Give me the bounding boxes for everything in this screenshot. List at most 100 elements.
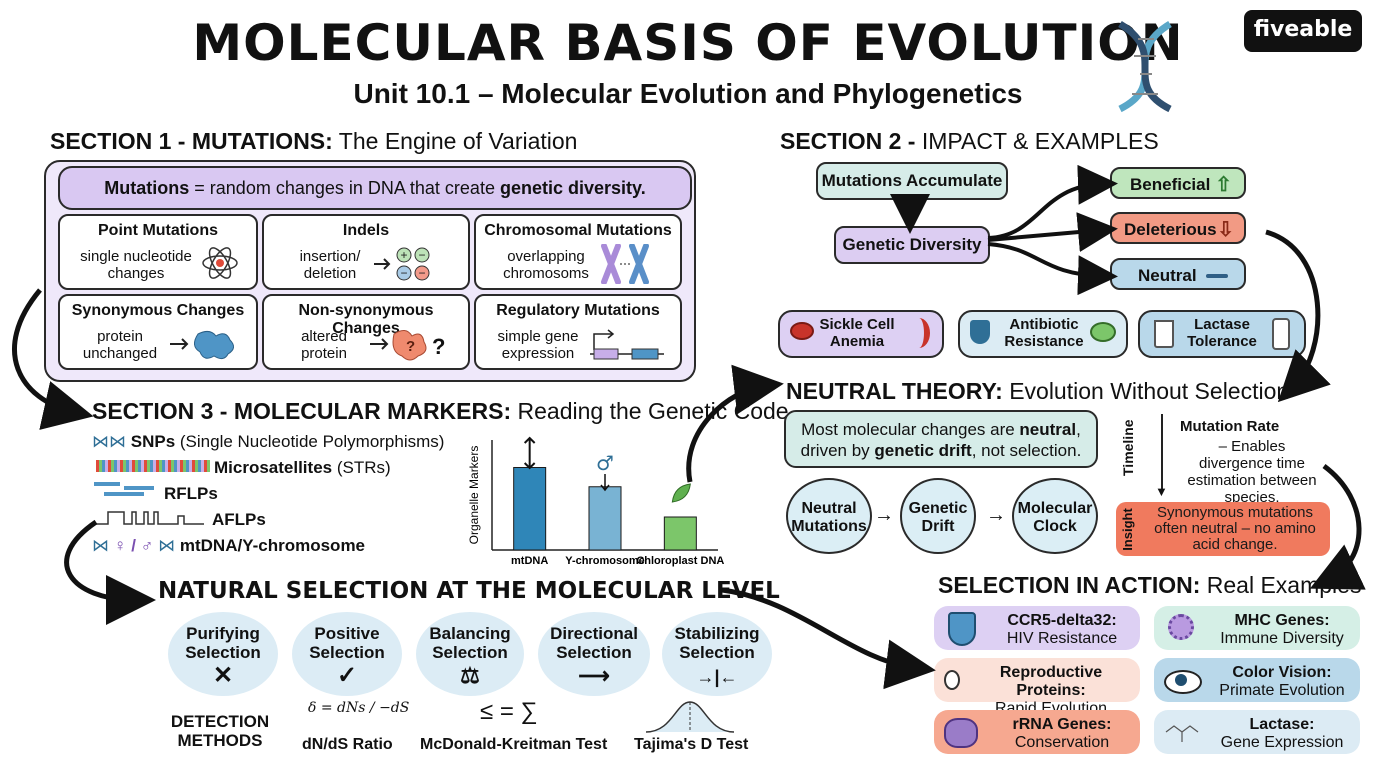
cross-icon: ✕ bbox=[212, 662, 234, 689]
chart-tick-label: mtDNA bbox=[511, 555, 548, 567]
timeline-label: Timeline bbox=[1120, 419, 1136, 476]
circle-genetic-drift: Genetic Drift bbox=[900, 478, 976, 554]
down-arrow-icon: ⇩ bbox=[1217, 219, 1234, 241]
dnds-formula: δ = dNs / −dS bbox=[308, 700, 410, 716]
card-non-synonymous-changes: Non-synonymous Changes altered protein ?… bbox=[262, 294, 470, 370]
chart-tick-label: Chloroplast DNA bbox=[636, 555, 724, 567]
chart-bar bbox=[513, 467, 547, 551]
ribosome-icon bbox=[944, 718, 978, 748]
chart-bar bbox=[588, 486, 622, 551]
example-ccr5: CCR5-delta32:HIV Resistance bbox=[934, 606, 1140, 650]
example-lactase-tolerance: Lactase Tolerance bbox=[1138, 310, 1306, 358]
molecule-icon bbox=[1165, 725, 1199, 742]
svg-text:+: + bbox=[400, 248, 407, 262]
section1-heading: SECTION 1 - MUTATIONS: The Engine of Var… bbox=[50, 128, 578, 154]
mk-formula: ≤ = ∑ bbox=[480, 698, 538, 725]
example-color-vision: Color Vision:Primate Evolution bbox=[1154, 658, 1360, 702]
mutation-rate-title: Mutation Rate bbox=[1180, 418, 1280, 435]
svg-text:−: − bbox=[400, 266, 407, 280]
example-sickle-cell: Sickle Cell Anemia bbox=[778, 310, 944, 358]
rflp-fragments-icon bbox=[94, 482, 154, 496]
fiveable-logo[interactable]: fiveable bbox=[1244, 10, 1362, 52]
card-synonymous-changes: Synonymous Changes protein unchanged bbox=[58, 294, 258, 370]
aflp-trace-icon bbox=[94, 511, 204, 525]
selection-action-heading: SELECTION IN ACTION: Real Examples bbox=[938, 572, 1362, 598]
timeline-axis bbox=[1161, 414, 1163, 492]
gene-expression-icon bbox=[590, 329, 664, 360]
altered-protein-icon: ? ? bbox=[370, 330, 445, 361]
neutral-theory-heading: NEUTRAL THEORY: Evolution Without Select… bbox=[786, 378, 1290, 404]
bacteria-icon bbox=[1090, 322, 1116, 342]
card-regulatory-mutations: Regulatory Mutations simple gene express… bbox=[474, 294, 682, 370]
neutral-node: Neutral bbox=[1110, 258, 1246, 290]
arrow-to-neutral bbox=[987, 242, 1118, 296]
chart-bar bbox=[663, 516, 697, 551]
check-icon: ✓ bbox=[336, 662, 358, 689]
milk-glass-icon bbox=[1154, 320, 1174, 348]
red-blood-cell-icon bbox=[790, 322, 814, 340]
selection-stabilizing: Stabilizing Selection →|← bbox=[662, 612, 772, 696]
leaf-icon bbox=[671, 483, 691, 503]
dna-strand-icon: ⋈⋈ bbox=[92, 432, 126, 451]
svg-text:−: − bbox=[418, 266, 425, 280]
arrow-s3-to-ns bbox=[64, 519, 156, 625]
bell-curve-icon bbox=[645, 701, 735, 733]
page-subtitle: Unit 10.1 – Molecular Evolution and Phyl… bbox=[353, 78, 1023, 109]
chart-y-label: Organelle Markers bbox=[467, 446, 481, 545]
dna-strand-icon-2: ⋈ bbox=[92, 536, 109, 555]
mcdonald-kreitman-label: McDonald-Kreitman Test bbox=[420, 736, 608, 753]
beneficial-node: Beneficial ⇧ bbox=[1110, 167, 1246, 199]
card-chromosomal-mutations: Chromosomal Mutations overlapping chromo… bbox=[474, 214, 682, 290]
example-lactase: Lactase:Gene Expression bbox=[1154, 710, 1360, 754]
genetic-diversity-node: Genetic Diversity bbox=[834, 226, 990, 264]
mutations-accumulate-node: Mutations Accumulate bbox=[816, 162, 1008, 200]
svg-text:−: − bbox=[418, 248, 425, 262]
neutral-statement-box: Most molecular changes are neutral, driv… bbox=[784, 410, 1098, 468]
dna-strand-icon-3: ⋈ bbox=[158, 536, 176, 555]
sperm-icon bbox=[944, 670, 960, 690]
down-arrow-icon bbox=[600, 474, 610, 492]
marker-snps: ⋈⋈ SNPs (Single Nucleotide Polymorphisms… bbox=[92, 432, 445, 451]
example-reproductive-proteins: Reproductive Proteins:Rapid Evolution bbox=[934, 658, 1140, 717]
marker-microsatellites: Microsatellites (STRs) bbox=[214, 458, 391, 477]
male-symbol-icon: ♂ bbox=[596, 451, 614, 475]
selection-balancing: Balancing Selection ⚖ bbox=[416, 612, 524, 696]
natural-selection-heading: NATURAL SELECTION AT THE MOLECULAR LEVEL bbox=[158, 578, 780, 604]
mutations-definition: Mutations = random changes in DNA that c… bbox=[58, 166, 692, 210]
mutation-rate-desc: – Enables divergence time estimation bet… bbox=[1187, 438, 1317, 506]
insight-box: Insight Synonymous mutations often neutr… bbox=[1116, 502, 1330, 556]
double-arrow-icon bbox=[523, 436, 536, 470]
microsatellite-bars-icon bbox=[96, 460, 210, 472]
example-mhc: MHC Genes:Immune Diversity bbox=[1154, 606, 1360, 650]
tajimas-d-label: Tajima's D Test bbox=[634, 736, 749, 753]
virus-icon bbox=[1168, 614, 1194, 640]
marker-aflps: AFLPs bbox=[212, 510, 266, 529]
dna-helix-icon bbox=[1118, 21, 1172, 113]
right-arrow-icon: ⟶ bbox=[578, 663, 610, 688]
example-antibiotic-resistance: Antibiotic Resistance bbox=[958, 310, 1128, 358]
section3-heading: SECTION 3 - MOLECULAR MARKERS: Reading t… bbox=[92, 398, 789, 424]
atom-icon bbox=[202, 247, 238, 279]
organelle-markers-chart: Organelle Markers mtDNA Y-chromosomeChloro… bbox=[467, 436, 724, 567]
marker-mtdna-ychromosome: ⋈ ♀ / ♂ ⋈ mtDNA/Y-chromosome bbox=[92, 536, 366, 555]
detection-methods-label: DETECTION METHODS bbox=[170, 712, 270, 750]
shield-bacteria-icon bbox=[970, 320, 990, 344]
section2-heading: SECTION 2 - IMPACT & EXAMPLES bbox=[780, 128, 1159, 154]
chromosome-icon bbox=[601, 244, 649, 284]
selection-positive: Positive Selection ✓ bbox=[292, 612, 402, 696]
card-point-mutations: Point Mutations single nucleotide change… bbox=[58, 214, 258, 290]
timeline-arrow-icon: ▼ bbox=[1155, 484, 1168, 499]
svg-text:?: ? bbox=[432, 334, 445, 359]
converging-arrows-icon: →|← bbox=[696, 667, 738, 687]
arrow-icon: → bbox=[874, 504, 894, 526]
arrow-to-deleterious bbox=[987, 212, 1118, 253]
chart-tick-label: Y-chromosome bbox=[565, 555, 644, 567]
deleterious-node: Deleterious ⇩ bbox=[1110, 212, 1246, 244]
card-indels: Indels insertion/ deletion + − − − bbox=[262, 214, 470, 290]
milk-bottle-icon bbox=[1272, 318, 1290, 350]
balance-scale-icon: ⚖ bbox=[460, 663, 480, 688]
dnds-ratio-label: dN/dS Ratio bbox=[302, 736, 393, 753]
circle-neutral-mutations: Neutral Mutations bbox=[786, 478, 872, 554]
dash-icon bbox=[1206, 274, 1228, 278]
svg-text:?: ? bbox=[406, 338, 415, 355]
